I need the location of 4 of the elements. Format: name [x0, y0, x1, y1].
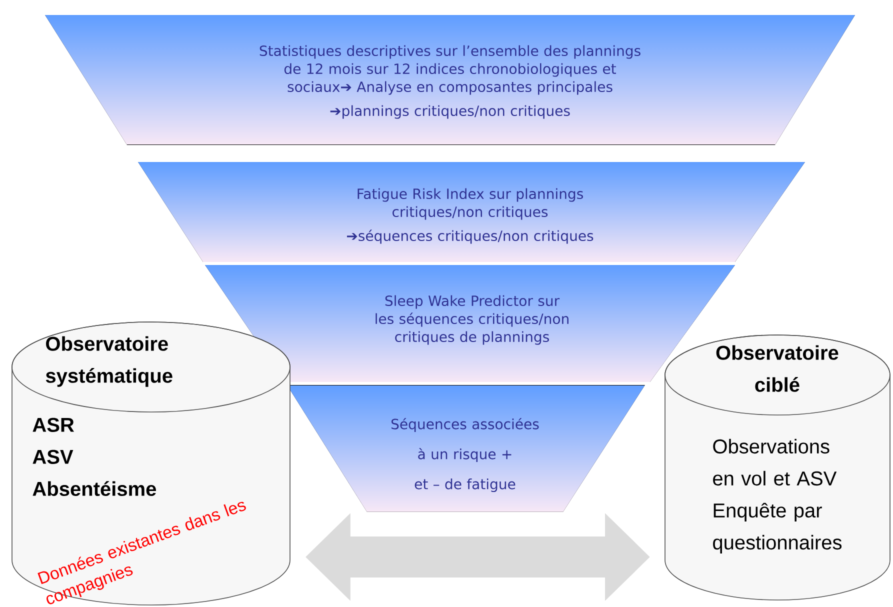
funnel-section: Statistiques descriptives sur l’ensemble des plannings de 12 mois sur 12 indices chronobiologiques et sociaux➔ Analyse en composantes principales ➔plannings critiques/non critiques — [45, 15, 856, 145]
funnel-section: Séquences associées à un risque + et – de fatigue — [287, 385, 645, 512]
cylinder: Observatoire ciblé Observations en vol et ASV Enquête par questionnaires — [664, 334, 890, 600]
funnel-section: Fatigue Risk Index sur plannings critiques/non critiques ➔séquences critiques/non critiques — [138, 162, 806, 262]
